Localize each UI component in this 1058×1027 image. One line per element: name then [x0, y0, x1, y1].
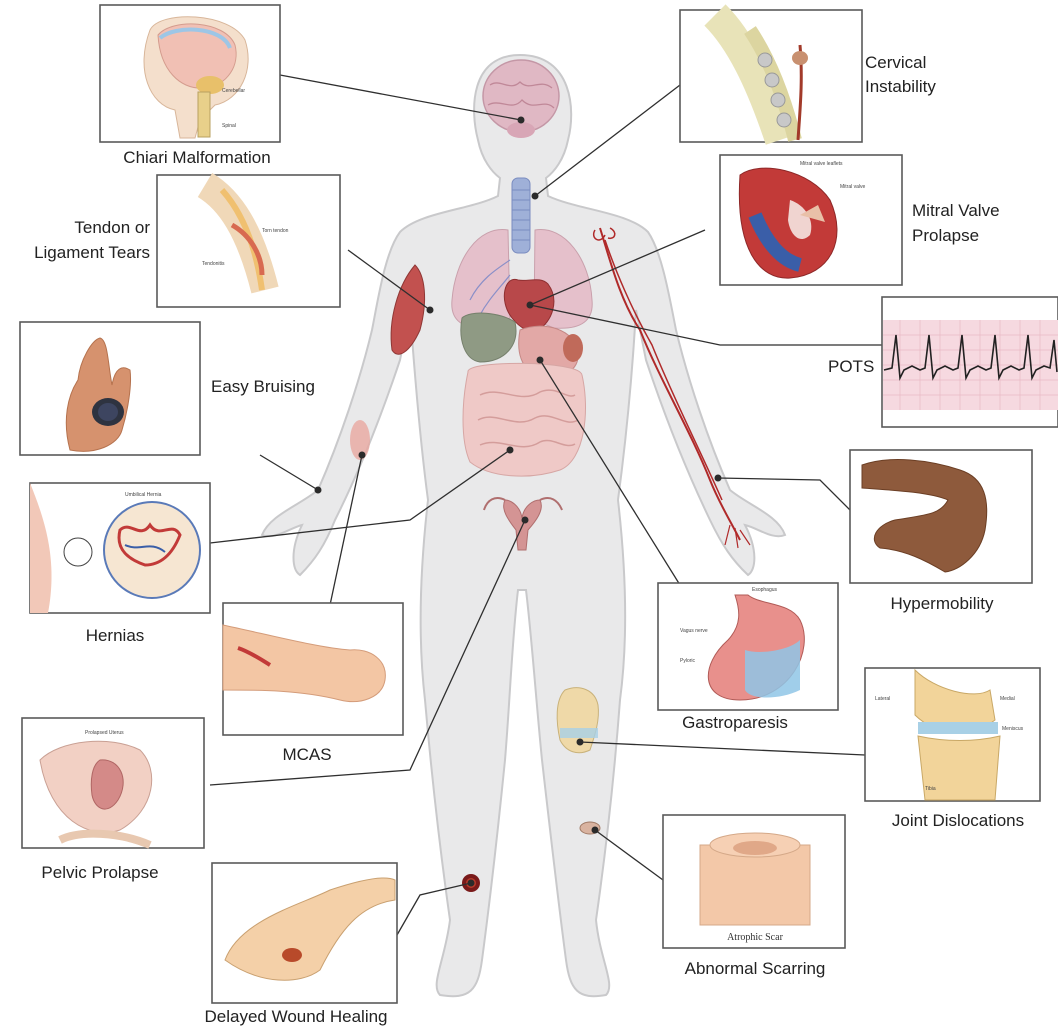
svg-text:Torn tendon: Torn tendon — [262, 228, 289, 234]
intestines-organ — [463, 363, 586, 476]
inset-hernias: Umbilical Hernia — [30, 483, 210, 613]
label-chiari-malformation: Chiari Malformation — [123, 148, 270, 167]
inset-easy-bruising — [20, 322, 200, 455]
label-delayed-wound-healing: Delayed Wound Healing — [204, 1007, 387, 1026]
label-abnormal-scarring: Abnormal Scarring — [685, 959, 826, 978]
label-tendon-2: Ligament Tears — [34, 243, 150, 262]
inset-gastroparesis: Esophagus Vagus nerve Pyloric — [658, 583, 838, 710]
label-joint-dislocations: Joint Dislocations — [892, 811, 1024, 830]
svg-text:Vagus nerve: Vagus nerve — [680, 628, 708, 634]
svg-text:Tendonitis: Tendonitis — [202, 261, 225, 267]
inset-chiari-malformation: Cerebellar Spinal — [100, 5, 280, 142]
svg-text:Prolapsed Uterus: Prolapsed Uterus — [85, 730, 124, 736]
svg-text:Tibia: Tibia — [925, 786, 936, 792]
inset-joint-dislocations: Lateral Medial Meniscus Tibia — [865, 668, 1040, 801]
label-hypermobility: Hypermobility — [891, 594, 994, 613]
svg-text:Medial: Medial — [1000, 696, 1015, 702]
inset-pelvic-prolapse: Prolapsed Uterus — [22, 718, 204, 848]
svg-text:Mitral valve leaflets: Mitral valve leaflets — [800, 161, 843, 167]
inset-cervical-instability — [680, 10, 862, 142]
label-mitral-1: Mitral Valve — [912, 201, 1000, 220]
svg-text:Esophagus: Esophagus — [752, 587, 778, 593]
label-mitral-2: Prolapse — [912, 226, 979, 245]
svg-text:Pyloric: Pyloric — [680, 658, 696, 664]
label-easy-bruising: Easy Bruising — [211, 377, 315, 396]
svg-text:Lateral: Lateral — [875, 696, 890, 702]
label-pots: POTS — [828, 357, 874, 376]
inset-mcas — [223, 603, 403, 735]
atrophic-scar-caption: Atrophic Scar — [727, 932, 783, 943]
label-tendon-1: Tendon or — [74, 218, 150, 237]
inset-hypermobility — [850, 450, 1032, 583]
inset-abnormal-scarring: Atrophic Scar — [663, 815, 845, 948]
inset-delayed-wound — [212, 863, 397, 1003]
trachea-organ — [512, 178, 530, 253]
label-hernias: Hernias — [86, 626, 145, 645]
svg-text:Meniscus: Meniscus — [1002, 726, 1024, 732]
label-cervical-1: Cervical — [865, 53, 926, 72]
svg-text:Spinal: Spinal — [222, 123, 236, 129]
label-mcas: MCAS — [282, 745, 331, 764]
label-pelvic-prolapse: Pelvic Prolapse — [41, 863, 158, 882]
inset-mitral-valve: Mitral valve leaflets Mitral valve — [720, 155, 902, 285]
svg-text:Mitral valve: Mitral valve — [840, 184, 866, 190]
label-gastroparesis: Gastroparesis — [682, 713, 788, 732]
svg-text:Cerebellar: Cerebellar — [222, 88, 245, 94]
inset-tendon-ligament: Torn tendon Tendonitis — [157, 175, 340, 307]
label-cervical-2: Instability — [865, 77, 936, 96]
svg-text:Umbilical Hernia: Umbilical Hernia — [125, 492, 162, 498]
inset-pots-ecg — [882, 297, 1058, 427]
